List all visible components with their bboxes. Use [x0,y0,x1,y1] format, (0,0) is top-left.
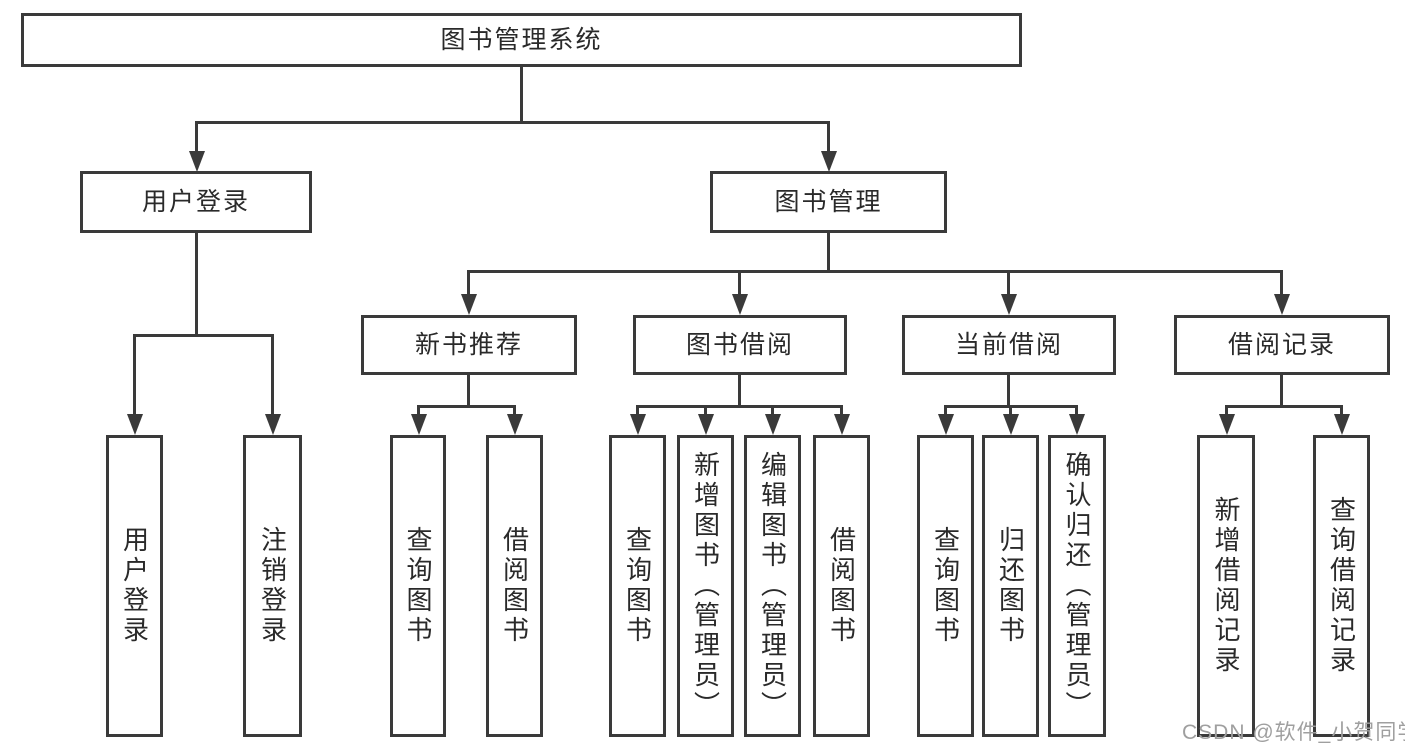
arrowhead-down-icon [732,294,748,315]
node-new-book-recommend: 新书推荐 [361,315,577,375]
connector-borrow-bar [636,405,841,408]
connector-drop [1340,405,1343,419]
connector-drop-logout-leaf [271,334,274,416]
node-book-management: 图书管理 [710,171,947,233]
connector-drop-recommend [467,270,470,296]
node-label: 查询借阅记录 [1326,496,1357,676]
node-label: 借阅图书 [499,526,530,646]
connector-drop [944,405,947,419]
leaf-edit-books-admin: 编辑图书（管理员） [744,435,801,737]
node-label: 新增借阅记录 [1211,496,1241,676]
arrowhead-down-icon [127,414,143,435]
arrowhead-down-icon [1334,414,1350,435]
connector-borrow-stem [738,375,741,408]
node-user-login: 用户登录 [80,171,312,233]
connector-book-mgmt-stem [827,233,830,273]
node-current-borrow: 当前借阅 [902,315,1116,375]
connector-recommend-bar [417,405,516,408]
node-label: 新增图书（管理员） [690,451,721,721]
arrowhead-down-icon [630,414,646,435]
node-label: 图书借阅 [685,330,794,359]
node-borrow-records: 借阅记录 [1174,315,1390,375]
connector-records-stem [1280,375,1283,408]
arrowhead-down-icon [834,414,850,435]
node-label: 注销登录 [257,526,288,646]
connector-drop [771,405,774,419]
arrowhead-down-icon [1001,294,1017,315]
leaf-borrow-query-books: 查询图书 [609,435,666,737]
connector-drop-user-login-leaf [133,334,136,416]
node-label: 图书管理系统 [440,25,603,54]
leaf-current-query-books: 查询图书 [917,435,974,737]
arrowhead-down-icon [265,414,281,435]
connector-drop-records [1280,270,1283,296]
node-label: 新书推荐 [414,330,523,359]
leaf-borrow-borrow-books: 借阅图书 [813,435,870,737]
node-label: 当前借阅 [954,330,1063,359]
node-label: 借阅记录 [1227,330,1336,359]
arrowhead-down-icon [1069,414,1085,435]
arrowhead-down-icon [411,414,427,435]
connector-drop-borrow [738,270,741,296]
node-label: 编辑图书（管理员） [757,451,788,721]
connector-root-stem [520,67,523,124]
connector-root-bar [195,121,830,124]
node-label: 图书管理 [774,187,883,216]
arrowhead-down-icon [1003,414,1019,435]
connector-drop-book-mgmt [827,121,830,155]
arrowhead-down-icon [1274,294,1290,315]
connector-drop [1225,405,1228,419]
node-label: 查询图书 [930,526,961,646]
connector-drop [636,405,639,419]
node-label: 归还图书 [995,526,1026,646]
leaf-confirm-return-admin: 确认归还（管理员） [1048,435,1106,737]
leaf-query-borrow-record: 查询借阅记录 [1313,435,1370,737]
arrowhead-down-icon [698,414,714,435]
connector-book-mgmt-bar [467,270,1283,273]
connector-current-stem [1007,375,1010,408]
node-book-borrow: 图书借阅 [633,315,847,375]
arrowhead-down-icon [461,294,477,315]
connector-drop [840,405,843,419]
leaf-return-books: 归还图书 [982,435,1039,737]
connector-user-login-bar [133,334,274,337]
connector-drop [417,405,420,419]
arrowhead-down-icon [821,151,837,172]
node-root-library-system: 图书管理系统 [21,13,1022,67]
arrowhead-down-icon [507,414,523,435]
connector-drop [1009,405,1012,419]
leaf-user-login: 用户登录 [106,435,163,737]
connector-drop [704,405,707,419]
leaf-recommend-query-books: 查询图书 [390,435,446,737]
node-label: 借阅图书 [826,526,857,646]
node-label: 用户登录 [141,187,250,216]
node-label: 查询图书 [403,526,433,646]
leaf-recommend-borrow-books: 借阅图书 [486,435,543,737]
node-label: 确认归还（管理员） [1062,451,1092,721]
leaf-logout: 注销登录 [243,435,302,737]
connector-drop [1075,405,1078,419]
arrowhead-down-icon [938,414,954,435]
connector-recommend-stem [467,375,470,408]
arrowhead-down-icon [765,414,781,435]
arrowhead-down-icon [1219,414,1235,435]
node-label: 查询图书 [622,526,653,646]
connector-drop-current [1007,270,1010,296]
connector-drop-user-login [195,121,198,155]
arrowhead-down-icon [189,151,205,172]
connector-drop [513,405,516,419]
node-label: 用户登录 [119,526,150,646]
connector-user-login-stem [195,233,198,337]
leaf-add-borrow-record: 新增借阅记录 [1197,435,1255,737]
csdn-watermark: CSDN @软件_小贺同学 [1182,721,1405,744]
connector-records-bar [1225,405,1342,408]
leaf-add-books-admin: 新增图书（管理员） [677,435,734,737]
